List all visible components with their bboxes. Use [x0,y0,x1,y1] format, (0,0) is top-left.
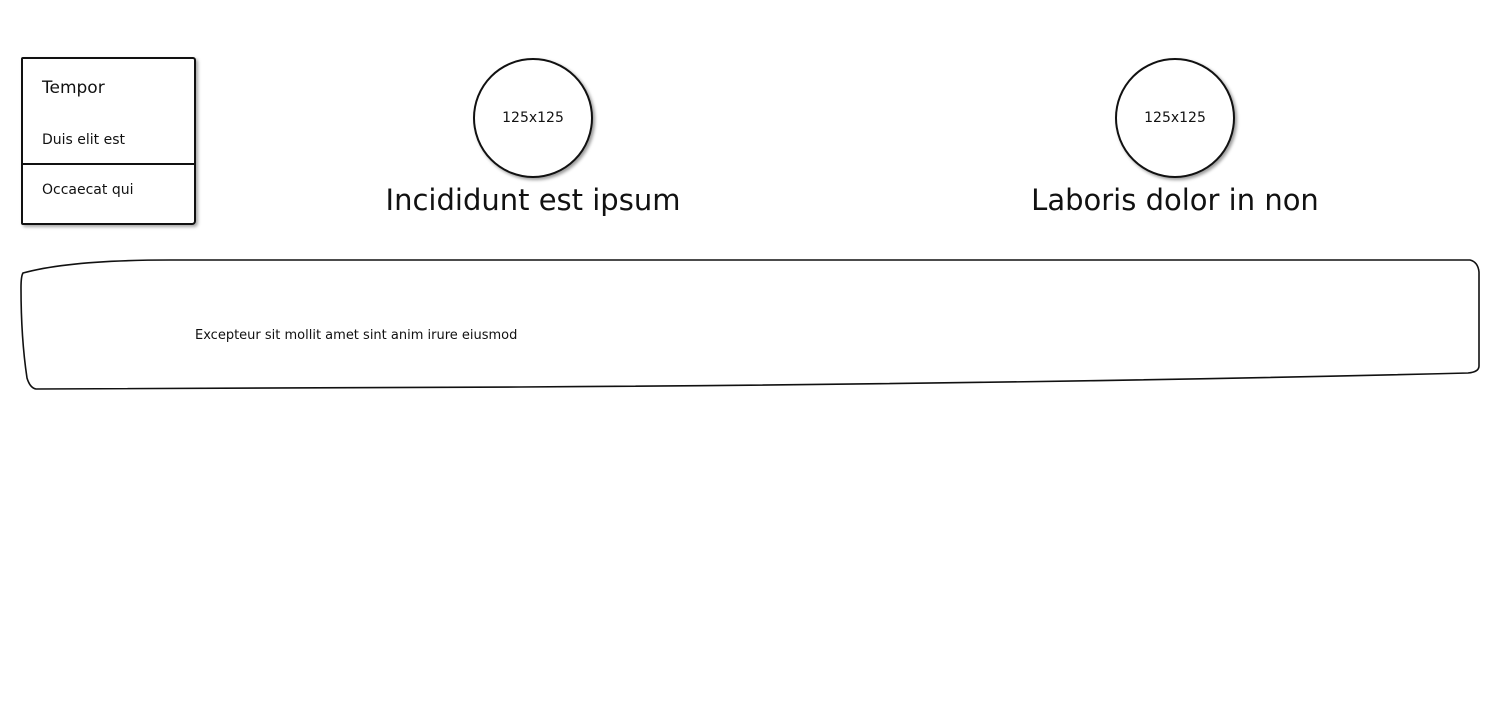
text-banner: Excepteur sit mollit amet sint anim irur… [20,258,1482,392]
menu-divider [23,163,194,165]
image-size-label: 125x125 [1144,110,1206,126]
profile-caption: Laboris dolor in non [1031,183,1319,217]
banner-outline [20,259,1480,390]
menu-title: Tempor [42,78,105,98]
profile-image-placeholder: 125x125 [1115,58,1235,178]
banner-text: Excepteur sit mollit amet sint anim irur… [195,328,518,343]
image-size-label: 125x125 [502,110,564,126]
menu-card: Tempor Duis elit est Occaecat qui [21,57,196,225]
menu-item-duis-elit-est[interactable]: Duis elit est [42,132,126,148]
profile-caption: Incididunt est ipsum [385,183,681,217]
menu-item-occaecat-qui[interactable]: Occaecat qui [42,182,134,198]
profile-image-placeholder: 125x125 [473,58,593,178]
